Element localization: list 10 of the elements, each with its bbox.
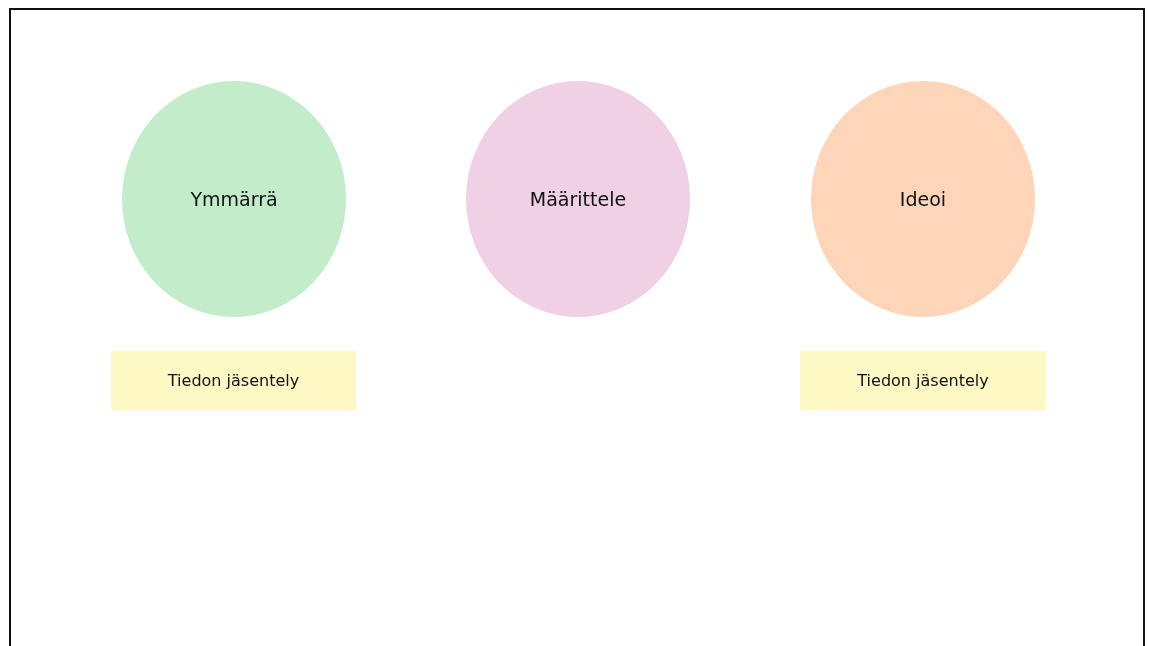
note-box <box>111 351 356 410</box>
note-text: Tiedon jäsentely <box>857 371 989 390</box>
phase-circle <box>811 81 1035 317</box>
phase-circle <box>122 81 346 317</box>
phase-circle <box>466 81 690 317</box>
note-box <box>800 351 1046 410</box>
phase-label: Ideoi <box>899 188 947 210</box>
phase-label: Määrittele <box>529 188 627 210</box>
phase-label: Ymmärrä <box>190 188 278 210</box>
note-text: Tiedon jäsentely <box>167 371 300 390</box>
